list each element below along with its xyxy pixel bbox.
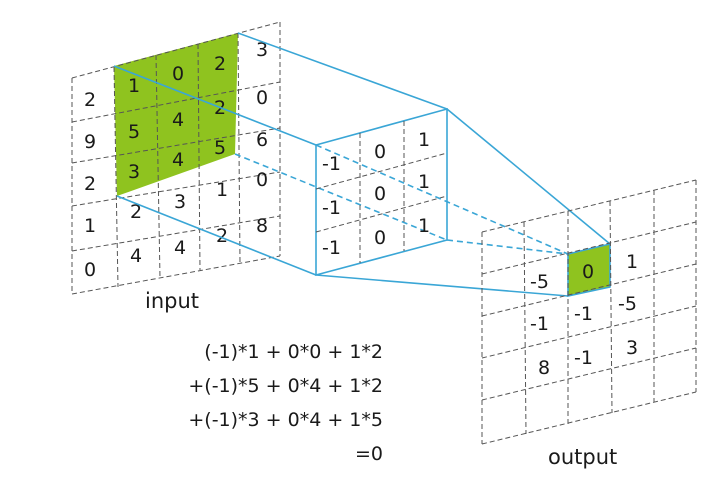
input-receptive-field-highlight: [114, 33, 238, 196]
input-cell: 1: [216, 179, 228, 201]
kernel-cell: -1: [322, 197, 341, 219]
input-cell: 6: [256, 129, 268, 151]
input-cell: 3: [174, 191, 186, 213]
kernel-cell: 0: [374, 227, 386, 249]
formula-line: +(-1)*3 + 0*4 + 1*5: [188, 409, 383, 431]
output-grid-lines: [481, 179, 697, 445]
input-label: input: [145, 289, 199, 313]
output-cell: 8: [538, 357, 550, 379]
kernel-cell: 0: [374, 183, 386, 205]
output-cell: -5: [618, 293, 637, 315]
input-cell: 1: [128, 75, 140, 97]
output-cell: -1: [574, 303, 593, 325]
input-cell: 4: [130, 245, 142, 267]
input-cell: 5: [214, 137, 226, 159]
input-cell: 9: [84, 131, 96, 153]
input-cell: 0: [256, 169, 268, 191]
output-label: output: [548, 445, 617, 469]
kernel-cell: -1: [322, 153, 341, 175]
formula-line: +(-1)*5 + 0*4 + 1*2: [188, 375, 383, 397]
formula-line: (-1)*1 + 0*0 + 1*2: [204, 341, 383, 363]
convolution-formula: (-1)*1 + 0*0 + 1*2 +(-1)*5 + 0*4 + 1*2 +…: [188, 341, 383, 465]
kernel-cells: -1 0 1 -1 0 1 -1 0 1: [322, 129, 430, 259]
kernel-cell: 1: [418, 129, 430, 151]
output-cell: -5: [530, 271, 549, 293]
input-cell: 4: [174, 237, 186, 259]
output-cell: -1: [574, 347, 593, 369]
input-cell: 2: [216, 225, 228, 247]
output-cell: 3: [626, 337, 638, 359]
input-cell: 3: [128, 161, 140, 183]
kernel-matrix: -1 0 1 -1 0 1 -1 0 1: [315, 107, 448, 277]
kernel-grid-lines: [315, 121, 448, 263]
kernel-cell: 1: [418, 215, 430, 237]
kernel-to-output-projection: [315, 108, 611, 297]
input-cells: 2 1 0 2 3 9 5 4 2 0 2 3 4 5 6 1 2 3 1 0 …: [84, 39, 268, 281]
output-cell: -1: [530, 313, 549, 335]
output-matrix: -5 0 1 -1 -1 -5 8 -1 3 output: [481, 179, 697, 469]
output-cells: -5 0 1 -1 -1 -5 8 -1 3: [530, 251, 638, 379]
kernel-cell: 0: [374, 141, 386, 163]
input-grid-lines: [71, 21, 281, 295]
input-cell: 2: [84, 173, 96, 195]
input-cell: 0: [172, 63, 184, 85]
kernel-cell: -1: [322, 237, 341, 259]
output-result-border: [567, 242, 611, 297]
formula-result: =0: [355, 443, 383, 465]
input-matrix: 2 1 0 2 3 9 5 4 2 0 2 3 4 5 6 1 2 3 1 0 …: [71, 21, 281, 313]
input-cell: 5: [128, 121, 140, 143]
input-cell: 4: [172, 149, 184, 171]
input-to-kernel-projection: [113, 32, 448, 276]
input-cell: 1: [84, 215, 96, 237]
input-cell: 0: [256, 87, 268, 109]
input-cell: 2: [214, 53, 226, 75]
output-cell: 1: [626, 251, 638, 273]
output-cell: 0: [582, 261, 594, 283]
input-cell: 8: [256, 215, 268, 237]
input-cell: 2: [130, 201, 142, 223]
input-cell: 4: [172, 109, 184, 131]
output-result-highlight: [568, 244, 610, 296]
input-cell: 0: [84, 259, 96, 281]
kernel-cell: 1: [418, 171, 430, 193]
input-cell: 2: [84, 89, 96, 111]
input-cell: 3: [256, 39, 268, 61]
